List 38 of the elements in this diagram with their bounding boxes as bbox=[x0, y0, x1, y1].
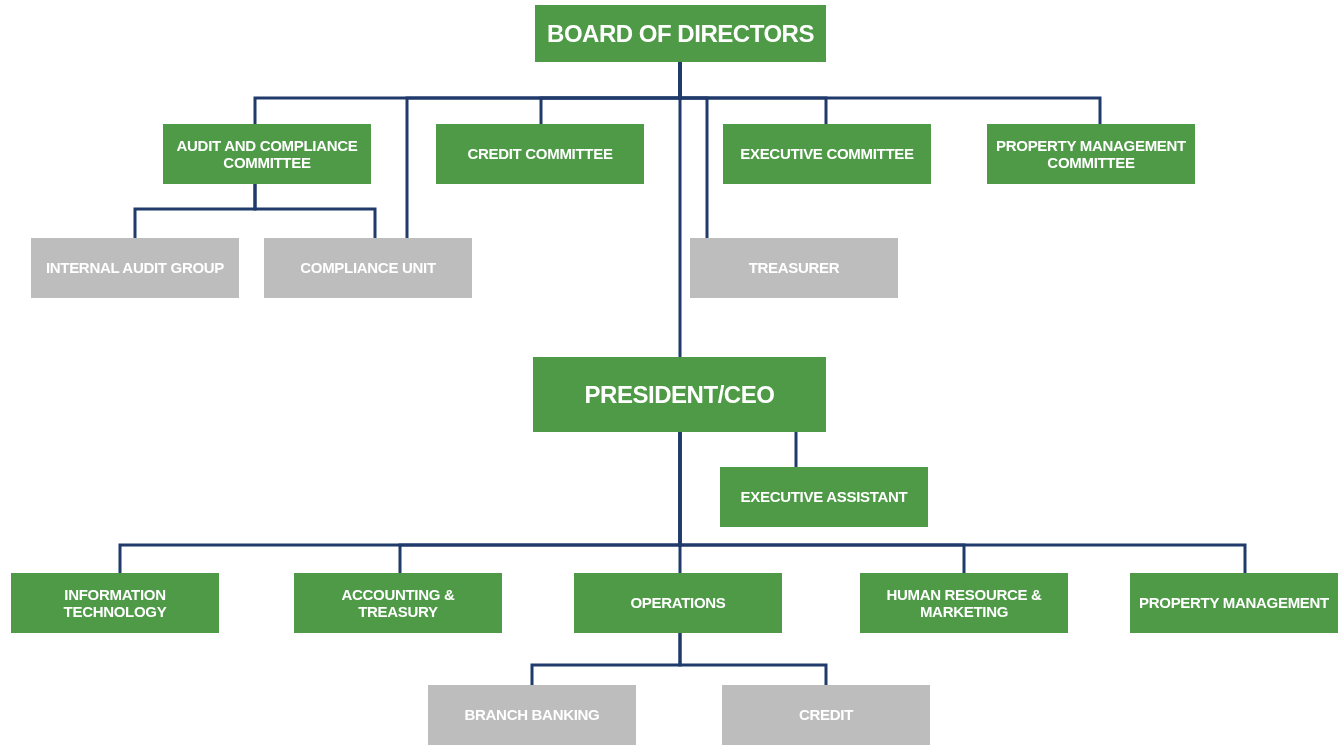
org-box bbox=[428, 685, 636, 745]
connector-line bbox=[253, 184, 377, 238]
org-box bbox=[860, 573, 1068, 633]
box-label: PRESIDENT/CEO bbox=[584, 380, 775, 409]
box-label: AUDIT AND COMPLIANCE COMMITTEE bbox=[175, 136, 359, 172]
box-label: TREASURER bbox=[748, 259, 840, 277]
connector-line bbox=[678, 432, 1247, 573]
org-box bbox=[574, 573, 782, 633]
org-box bbox=[535, 5, 826, 62]
box-label: OPERATIONS bbox=[630, 594, 726, 612]
org-box bbox=[1130, 573, 1338, 633]
org-box bbox=[11, 573, 219, 633]
box-label: INTERNAL AUDIT GROUP bbox=[45, 259, 225, 277]
org-box bbox=[720, 467, 928, 527]
box-label: HUMAN RESOURCE & MARKETING bbox=[885, 585, 1043, 621]
box-label: PROPERTY MANAGEMENT bbox=[1139, 594, 1329, 612]
connector-line bbox=[678, 633, 828, 685]
box-label: COMPLIANCE UNIT bbox=[300, 259, 436, 277]
org-box bbox=[723, 124, 931, 184]
connector-line bbox=[794, 432, 798, 467]
box-label: CREDIT COMMITTEE bbox=[467, 145, 613, 163]
box-label: BOARD OF DIRECTORS bbox=[547, 19, 814, 48]
org-box bbox=[436, 124, 644, 184]
org-box bbox=[722, 685, 930, 745]
org-box bbox=[533, 357, 826, 432]
box-label: PROPERTY MANAGEMENT COMMITTEE bbox=[995, 136, 1187, 172]
org-box bbox=[690, 238, 898, 298]
box-label: EXECUTIVE ASSISTANT bbox=[740, 488, 908, 506]
org-box bbox=[294, 573, 502, 633]
box-label: CREDIT bbox=[798, 706, 853, 724]
box-label: EXECUTIVE COMMITTEE bbox=[740, 145, 914, 163]
box-label: BRANCH BANKING bbox=[464, 706, 600, 724]
org-box bbox=[987, 124, 1195, 184]
box-label: INFORMATION TECHNOLOGY bbox=[62, 585, 168, 621]
org-box bbox=[31, 238, 239, 298]
box-label: ACCOUNTING & TREASURY bbox=[340, 585, 456, 621]
org-box bbox=[264, 238, 472, 298]
org-box bbox=[163, 124, 371, 184]
